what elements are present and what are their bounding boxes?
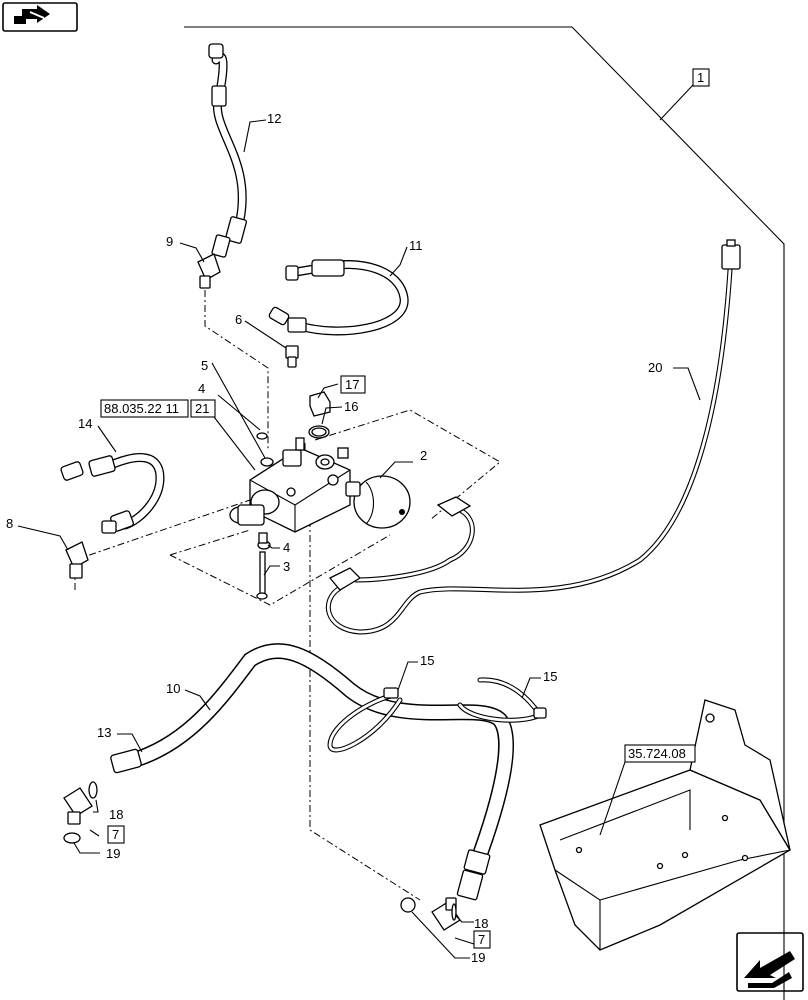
leader-lines bbox=[17, 84, 701, 959]
callout-7-left[interactable]: 7 bbox=[107, 825, 125, 844]
callout-19-left[interactable]: 19 bbox=[106, 846, 120, 861]
callout-3[interactable]: 3 bbox=[283, 559, 290, 574]
callout-1[interactable]: 1 bbox=[692, 68, 710, 87]
fitting-6 bbox=[285, 345, 299, 368]
wire-loops-15 bbox=[327, 677, 547, 753]
callout-14[interactable]: 14 bbox=[78, 416, 92, 431]
callout-15-right[interactable]: 15 bbox=[543, 669, 557, 684]
reference-88-text: 88.035.22 11 bbox=[104, 401, 179, 416]
callout-7-right-text: 7 bbox=[478, 932, 485, 947]
callout-11[interactable]: 11 bbox=[409, 238, 423, 253]
callout-6[interactable]: 6 bbox=[235, 312, 242, 327]
callout-7-right[interactable]: 7 bbox=[473, 930, 491, 949]
callout-18-left[interactable]: 18 bbox=[109, 807, 123, 822]
callout-13[interactable]: 13 bbox=[97, 725, 111, 740]
hose-11 bbox=[268, 259, 409, 336]
fitting-8 bbox=[65, 541, 89, 579]
callout-20[interactable]: 20 bbox=[648, 360, 662, 375]
callout-7-left-text: 7 bbox=[112, 827, 119, 842]
valve-block bbox=[229, 437, 351, 533]
callout-15-left[interactable]: 15 bbox=[420, 653, 434, 668]
wire-harness bbox=[325, 239, 741, 635]
elbow-fitting-left bbox=[63, 781, 98, 844]
callout-12[interactable]: 12 bbox=[267, 111, 281, 126]
callout-17[interactable]: 17 bbox=[340, 375, 366, 394]
fitting-9 bbox=[197, 253, 221, 289]
elbow-fitting-right bbox=[400, 897, 461, 931]
reference-35-724-08[interactable]: 35.724.08 bbox=[624, 744, 696, 763]
callout-5[interactable]: 5 bbox=[201, 358, 208, 373]
callout-17-text: 17 bbox=[345, 377, 359, 392]
reference-88-035-22-11[interactable]: 88.035.22 11 bbox=[100, 399, 189, 418]
callout-4-upper[interactable]: 4 bbox=[198, 381, 205, 396]
callout-19-right[interactable]: 19 bbox=[471, 950, 485, 965]
previous-page-icon[interactable] bbox=[2, 2, 78, 32]
callout-21-text: 21 bbox=[195, 401, 209, 416]
callout-9[interactable]: 9 bbox=[166, 234, 173, 249]
reference-35-text: 35.724.08 bbox=[628, 746, 686, 761]
callout-4-lower[interactable]: 4 bbox=[283, 540, 290, 555]
callout-18-right[interactable]: 18 bbox=[474, 916, 488, 931]
callout-1-text: 1 bbox=[697, 70, 704, 85]
guide-lines bbox=[74, 290, 501, 901]
callout-10[interactable]: 10 bbox=[166, 681, 180, 696]
hose-12 bbox=[208, 43, 248, 258]
callout-8[interactable]: 8 bbox=[6, 516, 13, 531]
next-page-icon[interactable] bbox=[736, 932, 804, 992]
plug-17 bbox=[308, 391, 331, 439]
accumulator-2 bbox=[345, 475, 411, 529]
hose-14 bbox=[60, 453, 165, 534]
callout-21[interactable]: 21 bbox=[190, 399, 216, 418]
hose-10 bbox=[110, 643, 514, 901]
callout-2[interactable]: 2 bbox=[420, 448, 427, 463]
callout-16[interactable]: 16 bbox=[344, 399, 358, 414]
assembly-bracket-line bbox=[184, 26, 785, 1000]
shield-bracket bbox=[539, 699, 791, 951]
